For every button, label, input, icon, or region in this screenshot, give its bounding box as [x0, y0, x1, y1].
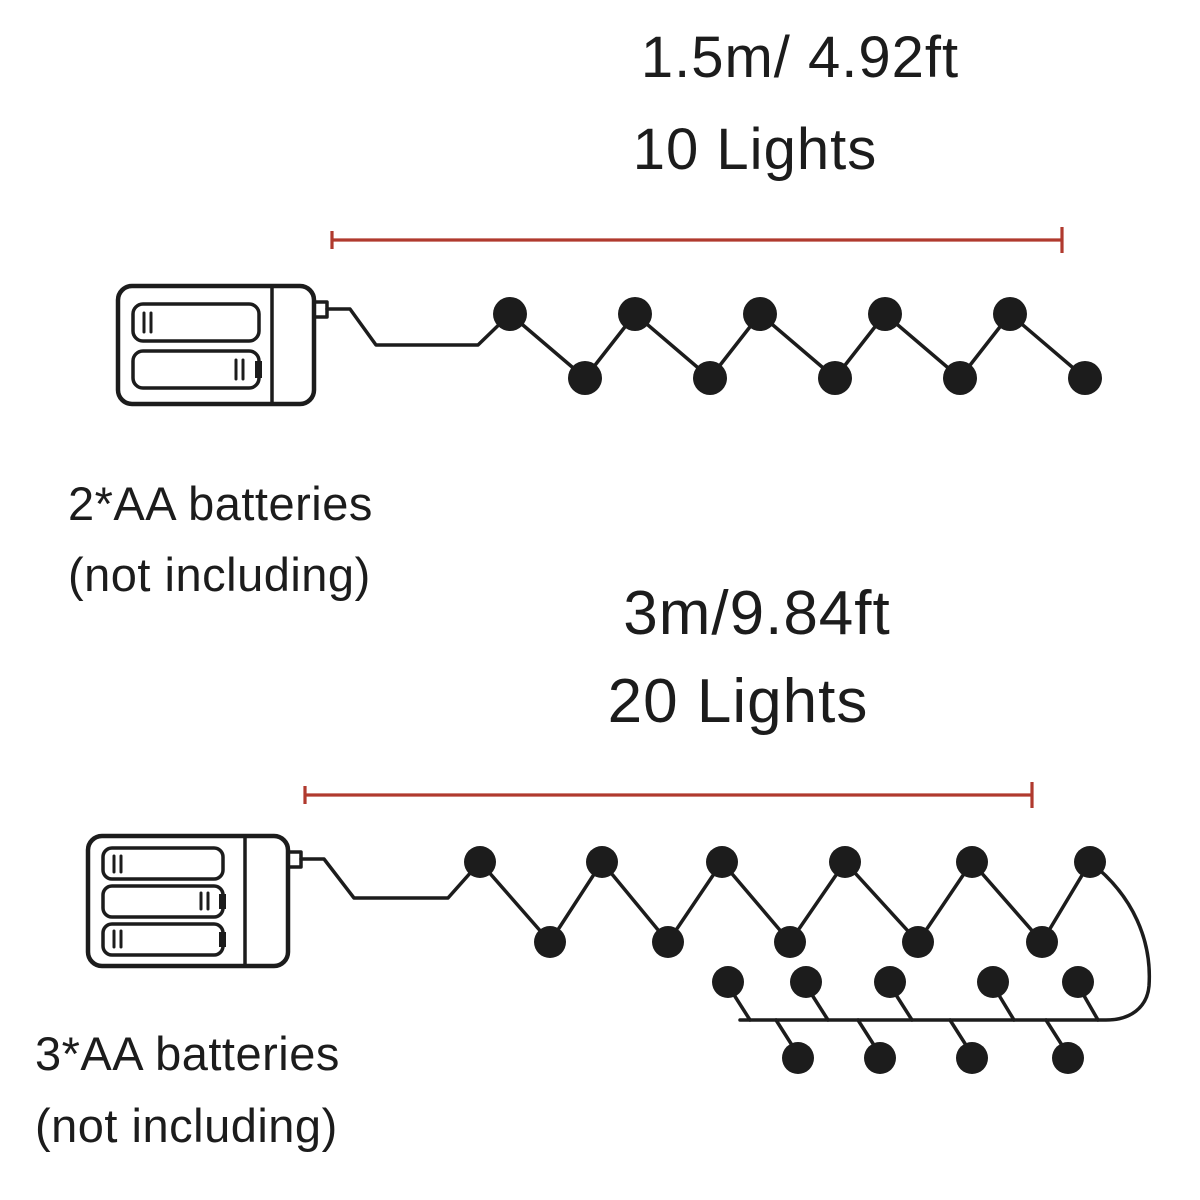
battery-terminal-marks: [112, 929, 123, 949]
light-bulb: [774, 926, 806, 958]
light-bulb: [864, 1042, 896, 1074]
battery-pack-outline: [85, 833, 291, 969]
string2-length-label: 3m/9.84ft: [623, 579, 891, 648]
battery-terminal-marks: [142, 311, 153, 334]
string2-wire: [299, 857, 1152, 1022]
light-bulb: [874, 966, 906, 998]
light-bulb: [943, 361, 977, 395]
battery-slot: [101, 846, 225, 881]
light-bulb: [956, 1042, 988, 1074]
light-bulb: [586, 846, 618, 878]
light-bulb: [902, 926, 934, 958]
battery-pack-2aa: [115, 283, 329, 407]
light-bulb: [693, 361, 727, 395]
string1-battery-note-line2: (not including): [68, 548, 371, 601]
light-bulb: [818, 361, 852, 395]
string1-length-label: 1.5m/ 4.92ft: [640, 25, 960, 90]
battery-pack-3aa: [85, 833, 303, 969]
string2-battery-note-line1: 3*AA batteries: [35, 1027, 340, 1080]
string2-bulbs: [464, 846, 1106, 1074]
light-bulb: [618, 297, 652, 331]
battery-terminal-nub: [219, 932, 226, 947]
light-bulb: [493, 297, 527, 331]
string2-battery-note-line2: (not including): [35, 1099, 338, 1152]
light-bulb: [464, 846, 496, 878]
string1-battery-note-line1: 2*AA batteries: [68, 477, 373, 530]
battery-terminal-marks: [234, 358, 245, 381]
light-bulb: [712, 966, 744, 998]
measure-line-string2: [303, 782, 1034, 808]
light-bulb: [534, 926, 566, 958]
string2-lights-count-label: 20 Lights: [607, 667, 869, 736]
light-bulb: [829, 846, 861, 878]
light-bulb: [1052, 1042, 1084, 1074]
light-bulb: [568, 361, 602, 395]
light-bulb: [782, 1042, 814, 1074]
light-bulb: [993, 297, 1027, 331]
battery-slot: [131, 302, 261, 343]
battery-slot: [101, 884, 225, 919]
light-bulb: [743, 297, 777, 331]
string1-lights-count-label: 10 Lights: [632, 117, 878, 182]
light-bulb: [977, 966, 1009, 998]
light-bulb: [1074, 846, 1106, 878]
light-bulb: [706, 846, 738, 878]
light-bulb: [652, 926, 684, 958]
light-bulb: [868, 297, 902, 331]
light-bulb: [1026, 926, 1058, 958]
light-bulb: [1062, 966, 1094, 998]
measure-line-string1: [330, 227, 1064, 253]
battery-terminal-marks: [112, 854, 123, 874]
battery-slot: [131, 349, 261, 390]
battery-terminal-nub: [219, 894, 226, 909]
battery-terminal-nub: [255, 361, 262, 378]
battery-pack-outline: [115, 283, 317, 407]
light-bulb: [1068, 361, 1102, 395]
light-bulb: [790, 966, 822, 998]
battery-terminal-marks: [199, 891, 210, 911]
light-bulb: [956, 846, 988, 878]
string1-bulbs: [493, 297, 1102, 395]
